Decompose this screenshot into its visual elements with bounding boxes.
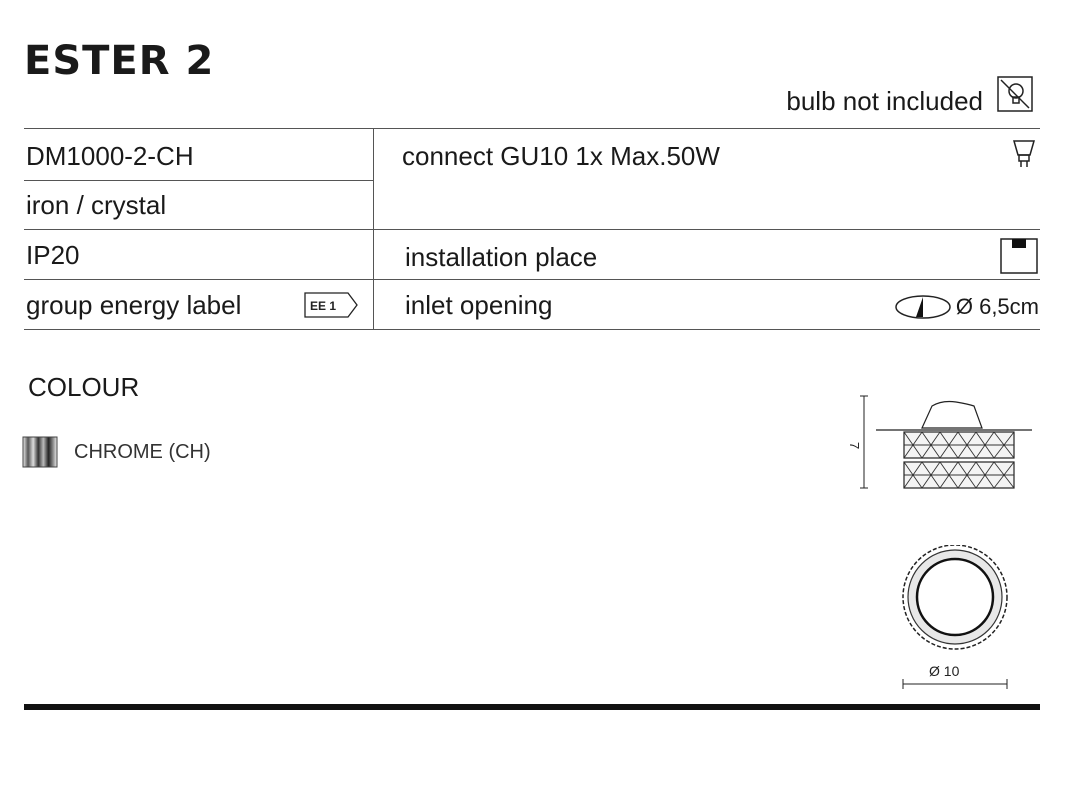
diameter-label: Ø 10 [929,663,960,679]
table-column-divider [373,128,374,329]
bulb-crossed-icon [997,76,1033,112]
table-bottom-border [24,329,1040,330]
installation-place-text: installation place [405,242,598,272]
gu10-bulb-icon [1013,140,1035,167]
inlet-size: Ø 6,5cm [955,294,1039,319]
table-row-divider [24,180,374,181]
inlet-size-group: Ø 6,5cm [894,292,1039,322]
chrome-swatch-icon [22,436,58,468]
inlet-opening-icon [895,295,951,319]
table-top-border [24,128,1040,129]
height-label: 7 [847,442,862,449]
product-title: ESTER 2 [24,38,215,84]
colour-option-chrome: CHROME (CH) [74,441,211,463]
top-view-drawing: Ø 10 [902,545,1008,689]
inlet-opening-text: inlet opening [405,290,553,320]
material-text: iron / crystal [26,190,167,220]
footer-rule [24,704,1040,710]
table-row-divider [24,229,1040,230]
table-row-divider [24,279,1040,280]
connect-text: connect GU10 1x Max.50W [402,141,720,171]
ip-rating: IP20 [26,240,80,270]
energy-badge-icon: EE 1 [304,292,358,318]
side-view-drawing: 7 [847,395,1032,489]
ceiling-install-icon [1000,238,1038,274]
energy-badge-text: EE 1 [310,299,336,313]
energy-label-text: group energy label [26,290,242,320]
colour-heading: COLOUR [28,372,140,402]
bulb-not-included-text: bulb not included [786,86,983,116]
product-code: DM1000-2-CH [26,141,194,171]
